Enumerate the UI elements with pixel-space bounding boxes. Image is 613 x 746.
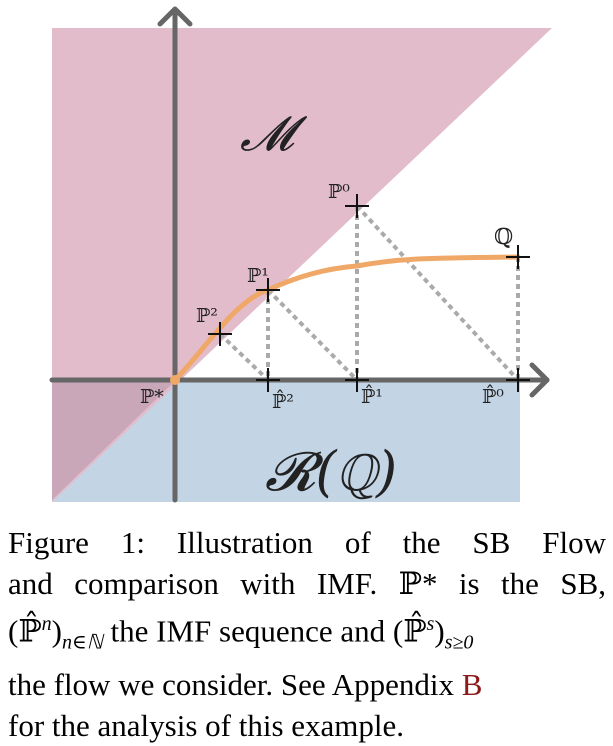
caption-line-1: Figure 1: Illustration of the SB Flow [8,525,606,560]
marker-P1 [256,278,280,302]
label-Q: ℚ [494,225,513,250]
figure-illustration: 𝓜 𝓡(ℚ) ℙ⁰ ℙ¹ ℙ² ℚ ℙ* ℙ̂² ℙ̂¹ ℙ̂⁰ [49,6,552,503]
region-R-label: 𝓡(ℚ) [265,440,397,503]
appendix-link[interactable]: B [461,666,483,702]
figure-caption: Figure 1: Illustration of the SB Flow an… [8,522,606,746]
caption-line-3: (ℙ̂n)n∈ℕ the IMF sequence and (ℙ̂s)s≥0 [8,604,606,664]
pstar-dot [170,375,180,385]
dotted-lines [218,204,520,382]
point-markers [208,194,530,392]
label-P1: ℙ¹ [247,265,269,287]
caption-seq-open: (ℙ̂ [8,613,42,649]
caption-flow-close: ) [434,613,445,649]
axes [49,6,550,503]
vertical-axis-arrowhead [157,6,193,27]
horizontal-axis-arrowhead [529,362,550,398]
caption-flow-sup: s [426,613,435,635]
marker-Phat0 [506,368,530,392]
caption-seq-sub: n∈ℕ [61,631,103,654]
caption-line-2: and comparison with IMF. ℙ* is the SB, [8,566,606,601]
label-Pstar: ℙ* [140,386,164,408]
marker-Q [506,245,530,269]
marker-Phat2 [256,368,280,392]
label-Phat2: ℙ̂² [272,389,294,413]
label-Phat0: ℙ̂⁰ [482,384,504,408]
caption-seq-sup: n [41,613,52,635]
caption-seq-close: ) [51,613,62,649]
label-P2: ℙ² [196,305,218,327]
caption-line-5: for the analysis of this example. [8,707,405,743]
marker-P0 [345,194,369,218]
caption-seq-text: the IMF sequence and (ℙ̂ [102,613,427,649]
caption-line-4: the flow we consider. See Appendix B [8,664,606,705]
marker-P2 [208,322,232,346]
region-overlap [52,380,176,500]
caption-line-4-text: the flow we consider. See Appendix [8,666,462,702]
label-P0: ℙ⁰ [328,181,350,203]
marker-Phat1 [345,368,369,392]
caption-flow-sub: s≥0 [444,631,474,654]
label-Phat1: ℙ̂¹ [361,384,383,408]
